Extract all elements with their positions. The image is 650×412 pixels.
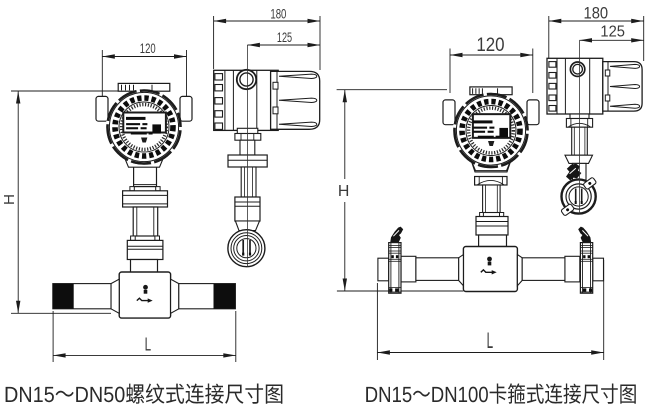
svg-text:180: 180 [584, 3, 609, 22]
svg-text:120: 120 [476, 34, 504, 56]
svg-text:L: L [487, 328, 494, 353]
svg-text:120: 120 [140, 41, 156, 56]
svg-text:125: 125 [600, 24, 625, 41]
svg-text:H: H [338, 183, 350, 200]
svg-text:H: H [1, 194, 18, 205]
svg-text:125: 125 [277, 30, 292, 45]
svg-text:180: 180 [270, 7, 286, 22]
svg-text:L: L [145, 334, 152, 354]
